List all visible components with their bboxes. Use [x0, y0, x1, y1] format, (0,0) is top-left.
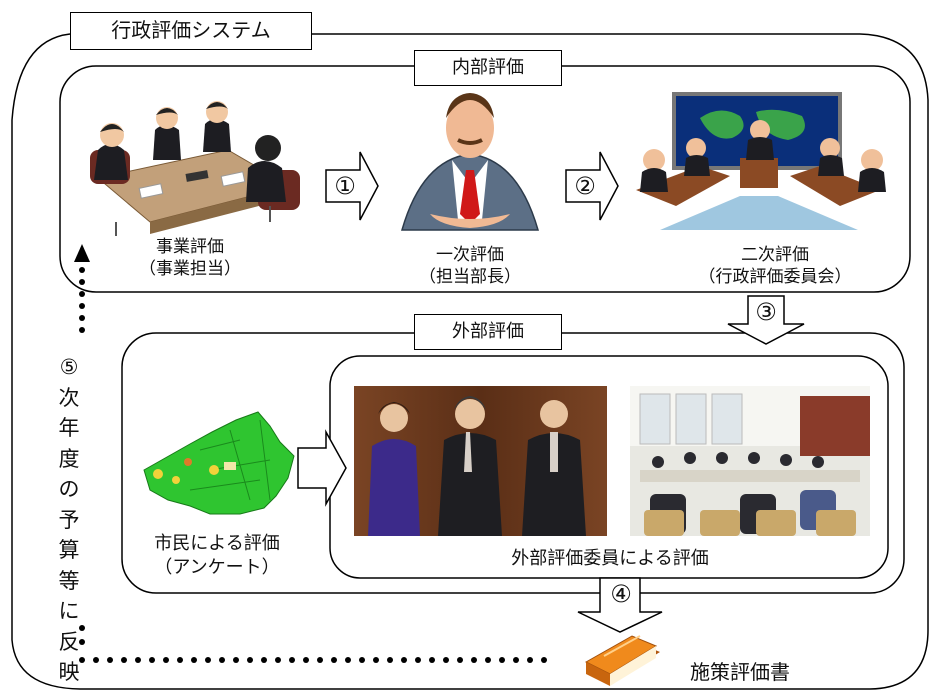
- step-2-label: 一次評価 （担当部長）: [400, 244, 540, 288]
- feedback-dots-vertical-lower: [79, 625, 85, 645]
- arrow-3-shape: [727, 295, 805, 345]
- book-icon: [584, 635, 660, 686]
- step-3-title: 二次評価: [741, 245, 809, 265]
- external-evaluation-label: 外部評価: [414, 314, 562, 350]
- citizen-evaluation-title: 市民による評価: [154, 533, 280, 554]
- arrow-4-number: ④: [610, 580, 632, 608]
- committee-illustration: [636, 92, 886, 230]
- citizen-evaluation-subtitle: （アンケート）: [154, 557, 280, 578]
- city-map-illustration: [143, 411, 295, 515]
- feedback-dots-vertical-upper: [74, 244, 90, 333]
- step-3-subtitle: （行政評価委員会）: [698, 267, 852, 287]
- policy-evaluation-report-label: 施策評価書: [690, 660, 790, 684]
- step-1-subtitle: （事業担当）: [139, 259, 241, 279]
- arrow-citizen-shape: [297, 429, 347, 507]
- department-head-illustration: [401, 93, 539, 231]
- system-frame: [11, 33, 929, 690]
- step-2-subtitle: （担当部長）: [419, 267, 521, 287]
- arrow-2-number: ②: [574, 172, 596, 200]
- feedback-text: ⑤次年度の予算等に反映: [58, 355, 80, 684]
- step-1-title: 事業評価: [156, 237, 224, 257]
- internal-evaluation-label: 内部評価: [414, 50, 562, 86]
- arrow-1-number: ①: [334, 172, 356, 200]
- committee-evaluation-label: 外部評価委員による評価: [511, 548, 709, 569]
- step-1-label: 事業評価 （事業担当）: [120, 236, 260, 280]
- arrow-2-shape: [565, 151, 619, 221]
- committee-members-photo: [354, 386, 607, 536]
- citizen-evaluation-label: 市民による評価 （アンケート）: [132, 532, 302, 580]
- arrow-4-shape: [577, 577, 663, 633]
- system-title: 行政評価システム: [70, 12, 312, 50]
- meeting-room-photo: [630, 386, 870, 536]
- step-3-label: 二次評価 （行政評価委員会）: [680, 244, 870, 288]
- feedback-dots-horizontal: [79, 657, 547, 663]
- step-2-title: 一次評価: [436, 245, 504, 265]
- arrow-1-shape: [325, 151, 379, 221]
- arrow-3-number: ③: [755, 298, 777, 326]
- meeting-illustration: [90, 101, 300, 236]
